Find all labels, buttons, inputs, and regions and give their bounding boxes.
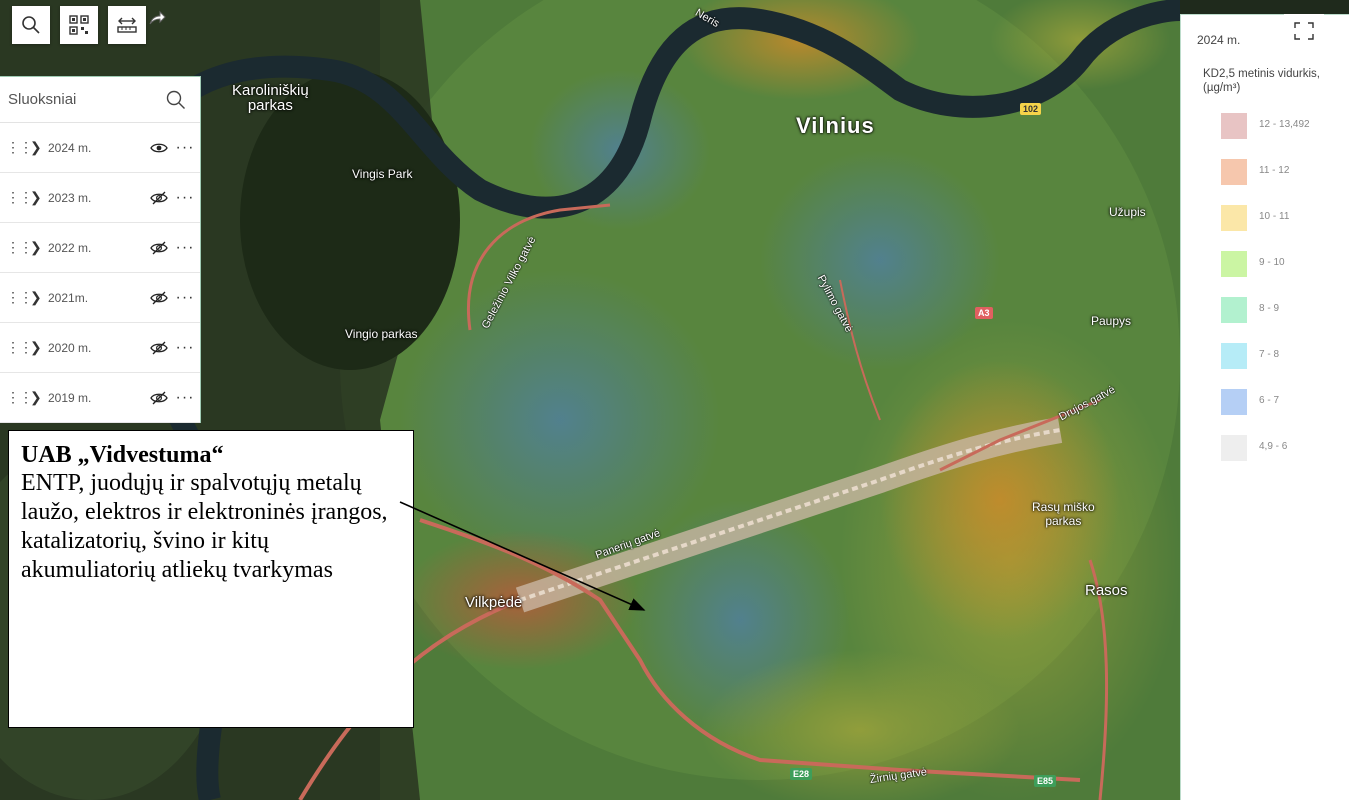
- legend-item: 10 - 11: [1221, 205, 1341, 233]
- chevron-right-icon[interactable]: ❯: [30, 139, 42, 155]
- road-shield-e85: E85: [1034, 775, 1057, 787]
- layers-panel: Sluoksniai ⋮⋮❯2024 m.···⋮⋮❯2023 m.···⋮⋮❯…: [0, 76, 201, 423]
- legend-item: 9 - 10: [1221, 251, 1341, 279]
- annotation-box: UAB „Vidvestuma“ ENTP, juodųjų ir spalvo…: [8, 430, 414, 728]
- layer-name: 2023 m.: [48, 190, 92, 205]
- visibility-toggle[interactable]: [148, 291, 170, 305]
- more-options-icon[interactable]: ···: [175, 388, 195, 406]
- road-shield-102: 102: [1020, 103, 1042, 115]
- annotation-body: ENTP, juodųjų ir spalvotųjų metalų laužo…: [21, 470, 388, 583]
- legend-swatch: [1221, 205, 1247, 231]
- layer-name: 2019 m.: [48, 390, 92, 405]
- layers-panel-header: Sluoksniai: [0, 77, 200, 123]
- legend-item: 6 - 7: [1221, 389, 1341, 417]
- legend-item: 4,9 - 6: [1221, 435, 1341, 463]
- more-options-icon[interactable]: ···: [175, 338, 195, 356]
- visibility-toggle[interactable]: [148, 142, 170, 154]
- layer-search-icon[interactable]: [166, 90, 186, 110]
- layer-row[interactable]: ⋮⋮❯2023 m.···: [0, 173, 200, 223]
- legend-label: 10 - 11: [1259, 211, 1290, 222]
- eye-off-icon: [150, 291, 168, 304]
- road-shield-e28: E28: [790, 768, 813, 780]
- more-options-icon[interactable]: ···: [175, 288, 195, 306]
- legend-swatch: [1221, 389, 1247, 415]
- satellite-basemap: [0, 0, 1180, 800]
- share-icon[interactable]: [148, 10, 166, 33]
- layer-row[interactable]: ⋮⋮❯2021m.···: [0, 273, 200, 323]
- legend-swatch: [1221, 113, 1247, 139]
- layer-row[interactable]: ⋮⋮❯2022 m.···: [0, 223, 200, 273]
- legend-item: 12 - 13,492: [1221, 113, 1341, 141]
- visibility-toggle[interactable]: [148, 241, 170, 255]
- more-options-icon[interactable]: ···: [175, 138, 195, 156]
- qr-icon: [69, 15, 89, 35]
- legend-panel: 2024 m. KD2,5 metinis vidurkis, (µg/m³) …: [1180, 14, 1349, 800]
- more-options-icon[interactable]: ···: [175, 238, 195, 256]
- layer-name: 2020 m.: [48, 340, 92, 355]
- chevron-right-icon[interactable]: ❯: [30, 239, 42, 255]
- fullscreen-button[interactable]: [1284, 14, 1324, 48]
- place-karoliniskiu-parkas: Karoliniškių parkas: [232, 82, 309, 114]
- more-options-icon[interactable]: ···: [175, 188, 195, 206]
- road-shield-a3: A3: [975, 307, 993, 319]
- layer-name: 2022 m.: [48, 240, 92, 255]
- layer-row[interactable]: ⋮⋮❯2020 m.···: [0, 323, 200, 373]
- place-vilnius: Vilnius: [796, 113, 875, 138]
- chevron-right-icon[interactable]: ❯: [30, 389, 42, 405]
- legend-label: 6 - 7: [1259, 395, 1280, 406]
- layer-name: 2021m.: [48, 290, 89, 305]
- visibility-toggle[interactable]: [148, 391, 170, 405]
- legend-swatch: [1221, 251, 1247, 277]
- legend-swatch: [1221, 435, 1247, 461]
- place-rasos: Rasos: [1085, 582, 1128, 599]
- place-uzupis: Užupis: [1109, 205, 1146, 219]
- legend-label: 9 - 10: [1259, 257, 1285, 268]
- visibility-toggle[interactable]: [148, 191, 170, 205]
- annotation-arrow: [399, 501, 646, 611]
- search-tool-button[interactable]: [12, 6, 50, 44]
- place-vilkpede: Vilkpėdė: [465, 594, 523, 611]
- legend-item: 11 - 12: [1221, 159, 1341, 187]
- legend-subtitle: KD2,5 metinis vidurkis, (µg/m³): [1203, 68, 1320, 94]
- legend-item: 8 - 9: [1221, 297, 1341, 325]
- legend-swatch: [1221, 343, 1247, 369]
- eye-icon: [150, 143, 168, 152]
- chevron-right-icon[interactable]: ❯: [30, 339, 42, 355]
- legend-label: 4,9 - 6: [1259, 441, 1288, 452]
- place-rasu-misko-parkas: Rasų miško parkas: [1032, 500, 1095, 528]
- eye-off-icon: [150, 341, 168, 354]
- place-paupys: Paupys: [1091, 314, 1132, 328]
- annotation-title: UAB „Vidvestuma“: [21, 442, 224, 468]
- legend-swatch: [1221, 297, 1247, 323]
- chevron-right-icon[interactable]: ❯: [30, 289, 42, 305]
- legend-label: 12 - 13,492: [1259, 119, 1310, 130]
- layer-row[interactable]: ⋮⋮❯2024 m.···: [0, 123, 200, 173]
- fullscreen-icon: [1294, 22, 1314, 40]
- legend-label: 11 - 12: [1259, 165, 1290, 176]
- eye-off-icon: [150, 391, 168, 404]
- legend-title: 2024 m.: [1197, 33, 1241, 47]
- layer-row[interactable]: ⋮⋮❯2019 m.···: [0, 373, 200, 423]
- place-vingis-park: Vingis Park: [352, 167, 413, 181]
- layer-name: 2024 m.: [48, 140, 92, 155]
- visibility-toggle[interactable]: [148, 341, 170, 355]
- place-vingio-parkas: Vingio parkas: [345, 327, 418, 341]
- measure-tool-button[interactable]: [108, 6, 146, 44]
- map-view[interactable]: Karoliniškių parkas Vingis Park Vingio p…: [0, 0, 1180, 800]
- eye-off-icon: [150, 191, 168, 204]
- search-icon: [22, 16, 40, 34]
- legend-label: 8 - 9: [1259, 303, 1280, 314]
- legend-swatch: [1221, 159, 1247, 185]
- chevron-right-icon[interactable]: ❯: [30, 189, 42, 205]
- eye-off-icon: [150, 241, 168, 254]
- qr-tool-button[interactable]: [60, 6, 98, 44]
- layers-panel-title: Sluoksniai: [8, 91, 77, 108]
- legend-label: 7 - 8: [1259, 349, 1280, 360]
- legend-item: 7 - 8: [1221, 343, 1341, 371]
- measure-icon: [117, 17, 137, 33]
